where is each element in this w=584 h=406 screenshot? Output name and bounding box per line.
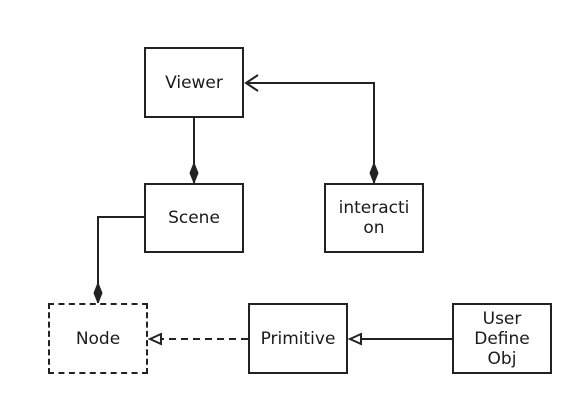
primitive-generalization-triangle bbox=[347, 332, 362, 346]
primitive-class-box: Primitive bbox=[248, 303, 348, 374]
interaction-class-box: interacti on bbox=[324, 183, 424, 253]
node-class-label: Node bbox=[75, 328, 121, 349]
interaction-viewer-composition-line bbox=[246, 82, 375, 183]
interaction-viewer-diamond bbox=[369, 161, 379, 185]
scene-node-composition-line bbox=[97, 216, 144, 303]
viewer-arrow-head bbox=[244, 74, 259, 92]
user-define-obj-class-box: User Define Obj bbox=[452, 303, 552, 374]
primitive-class-label: Primitive bbox=[260, 328, 336, 349]
viewer-class-box: Viewer bbox=[144, 47, 244, 118]
node-class-box: Node bbox=[48, 303, 148, 374]
node-realization-triangle bbox=[147, 332, 162, 346]
viewer-class-label: Viewer bbox=[165, 72, 223, 93]
user-define-obj-class-label: User Define Obj bbox=[474, 308, 530, 369]
interaction-class-label: interacti on bbox=[338, 198, 410, 238]
scene-class-box: Scene bbox=[144, 183, 244, 253]
scene-node-diamond bbox=[93, 281, 103, 305]
scene-class-label: Scene bbox=[168, 208, 220, 228]
viewer-scene-diamond bbox=[189, 161, 199, 185]
